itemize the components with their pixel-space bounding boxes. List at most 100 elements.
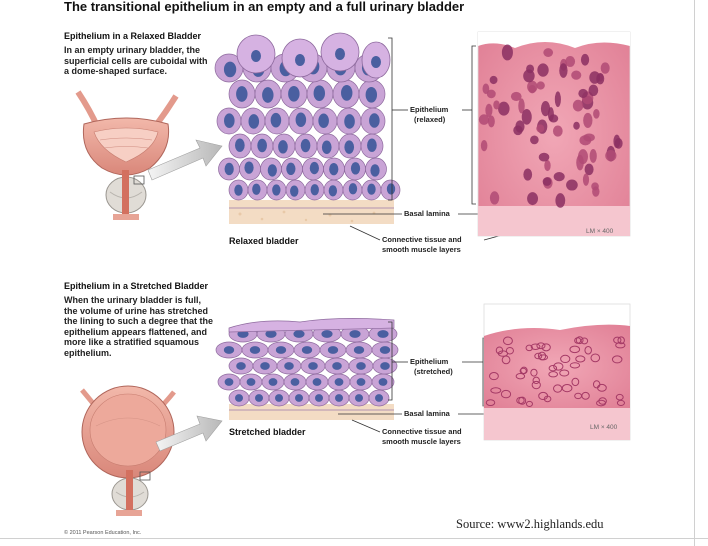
micrograph-nucleus (553, 362, 564, 371)
connective-tissue-label: Connective tissue and smooth muscle laye… (382, 235, 462, 254)
cell-nucleus (290, 185, 299, 197)
cell-nucleus (379, 346, 391, 354)
micrograph-nucleus (521, 109, 532, 125)
micrograph-nucleus (543, 48, 554, 57)
micrograph-nucleus (580, 53, 590, 66)
cell-nucleus (255, 394, 263, 402)
micrograph-nucleus (486, 89, 496, 99)
cell-nucleus (328, 185, 338, 197)
cell-nucleus (344, 114, 355, 129)
cell-nucleus (335, 394, 343, 402)
cell-nucleus (268, 378, 278, 386)
epithelium-relaxed-label: Epithelium (relaxed) (410, 105, 448, 124)
micrograph-nucleus (583, 133, 595, 142)
micrograph-nucleus (541, 343, 551, 352)
micrograph-nucleus (530, 343, 541, 350)
micrograph-nucleus (526, 64, 535, 74)
micrograph-nucleus (593, 108, 600, 119)
micrograph-nucleus (592, 186, 600, 197)
cell-nucleus (275, 346, 287, 354)
cell-nucleus (329, 162, 339, 176)
micrograph-nucleus (616, 399, 625, 407)
connective-tissue-label: Connective tissue and smooth muscle laye… (382, 427, 462, 446)
micrograph-nucleus (574, 392, 583, 400)
cell-nucleus (344, 140, 355, 154)
frame-edge (0, 538, 708, 539)
micrograph-nucleus (523, 168, 533, 181)
frame-edge (694, 0, 695, 546)
micrograph-nucleus (571, 70, 582, 80)
micrograph-nucleus (489, 372, 499, 381)
micrograph-nucleus (571, 377, 580, 387)
cell-nucleus (244, 161, 254, 174)
micrograph-nucleus (542, 177, 552, 186)
basal-lamina-label: Basal lamina (404, 409, 450, 418)
relaxed-epithelium-diagram (214, 32, 401, 224)
micrograph-nucleus (530, 368, 538, 377)
micrograph-nucleus (584, 163, 594, 176)
cell-nucleus (265, 330, 277, 338)
label-line: Connective tissue and (382, 235, 462, 244)
cell-nucleus (335, 48, 345, 60)
cell-nucleus (332, 362, 342, 370)
micrograph-nucleus (536, 342, 546, 350)
cell-nucleus (249, 346, 261, 354)
micrograph-nucleus (538, 152, 550, 162)
cell-nucleus (278, 140, 288, 154)
cell-nucleus (272, 184, 281, 196)
cell-nucleus (224, 378, 234, 386)
micrograph-nucleus (592, 380, 601, 389)
micrograph-nucleus (580, 337, 589, 345)
cell-nucleus (356, 362, 366, 370)
micrograph-nucleus (537, 63, 549, 77)
stretched-bladder-illustration (80, 385, 176, 516)
cell-nucleus (353, 346, 365, 354)
micrograph-nucleus (480, 139, 488, 152)
micrograph-nucleus (559, 369, 570, 377)
micrograph-nucleus (589, 71, 601, 84)
micrograph-nucleus (559, 63, 568, 78)
micrograph-nucleus (485, 399, 496, 406)
cell-nucleus (234, 184, 243, 196)
copyright-notice: © 2011 Pearson Education, Inc. (64, 530, 142, 536)
micrograph-nucleus (536, 124, 545, 133)
source-credit: Source: www2.highlands.edu (456, 517, 604, 531)
micrograph-nucleus (588, 84, 599, 97)
label-line: smooth muscle layers (382, 244, 461, 254)
micrograph-nucleus (561, 384, 573, 393)
cell-nucleus (223, 61, 237, 78)
cell-nucleus (386, 183, 396, 195)
cell-nucleus (267, 164, 277, 177)
cell-nucleus (290, 378, 300, 386)
cell-nucleus (237, 330, 249, 338)
cell-nucleus (260, 362, 270, 370)
cell-nucleus (293, 330, 305, 338)
cell-nucleus (309, 161, 319, 175)
cell-nucleus (313, 85, 326, 102)
micrograph-nucleus (498, 101, 510, 116)
micrograph-nucleus (502, 336, 513, 346)
cell-nucleus (380, 362, 390, 370)
cell-nucleus (321, 330, 333, 338)
cell-nucleus (288, 85, 300, 102)
micrograph-nucleus (578, 88, 588, 98)
micrograph-nucleus (555, 193, 566, 208)
micrograph-nucleus (525, 400, 533, 407)
micrograph-nucleus (605, 149, 617, 162)
cell-nucleus (367, 183, 376, 195)
zoom-arrow-icon (147, 139, 223, 181)
relaxed-bladder-illustration (75, 90, 179, 220)
micrograph-nucleus (600, 62, 610, 74)
relaxed-heading: Epithelium in a Relaxed Bladder (64, 31, 202, 41)
cell-nucleus (234, 138, 245, 152)
figure-title: The transitional epithelium in an empty … (64, 0, 465, 14)
micrograph-nucleus (493, 100, 500, 110)
micrograph-nucleus (482, 83, 490, 95)
micrograph-nucleus (598, 397, 607, 405)
cell-nucleus (377, 330, 389, 338)
magnification-label: LM × 400 (586, 228, 614, 235)
cell-nucleus (348, 183, 358, 195)
cell-nucleus (371, 56, 381, 68)
cell-nucleus (350, 162, 361, 175)
micrograph-nucleus (548, 371, 559, 378)
